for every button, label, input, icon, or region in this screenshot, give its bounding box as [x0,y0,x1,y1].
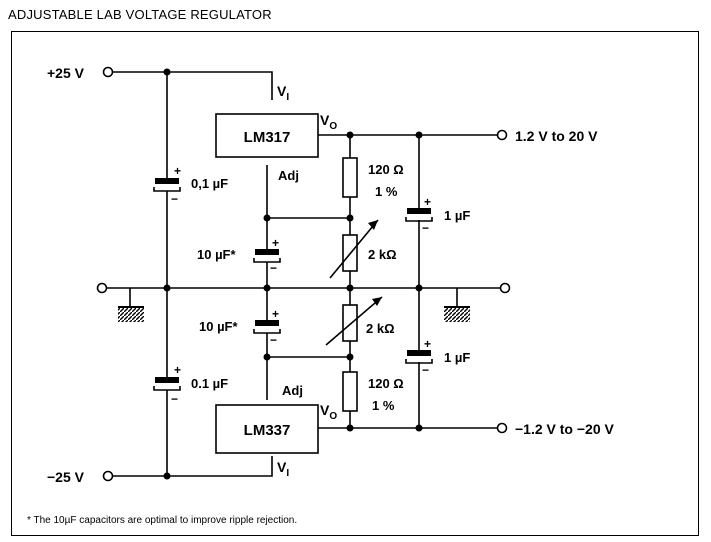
label-pos-output: 1.2 V to 20 V [515,128,598,144]
svg-text:+: + [174,363,181,377]
label-c-adj-top: 10 µF* [197,247,237,262]
resistor-120-top [342,157,358,198]
label-neg-input: −25 V [47,469,85,485]
svg-text:+: + [272,307,279,321]
diagram-frame [11,31,699,536]
svg-text:+: + [272,236,279,250]
label-pos-input: +25 V [47,65,85,81]
lm337-label: LM337 [244,422,291,439]
svg-text:−: − [422,221,429,235]
terminals [96,66,511,482]
label-r-bottom: 120 Ω [368,376,404,391]
lm337-adj-label: Adj [282,383,303,398]
label-c-in-bottom: 0.1 µF [191,376,228,391]
label-pot-top: 2 kΩ [368,247,397,262]
label-r-top-tol: 1 % [375,184,398,199]
ground-symbol-left [118,288,144,322]
potentiometer-bottom [325,296,383,346]
capacitor-input-bottom [153,370,181,395]
svg-text:+: + [424,337,431,351]
label-c-out-top: 1 µF [444,208,470,223]
capacitor-output-bottom [405,345,433,364]
label-pot-bottom: 2 kΩ [366,321,395,336]
capacitor-adj-top [253,245,281,263]
lm337-vout-label: VO [320,402,337,422]
lm317-vout-label: VO [320,112,337,132]
svg-text:+: + [174,164,181,178]
wire-pos-input [112,71,273,100]
junctions [163,68,423,480]
label-neg-output: −1.2 V to −20 V [515,421,614,437]
lm337-vin-label: VI [277,459,289,479]
svg-text:+: + [424,195,431,209]
label-r-top: 120 Ω [368,162,404,177]
label-r-bottom-tol: 1 % [372,398,395,413]
capacitor-output-top [405,205,433,222]
wire-neg-input [112,456,273,477]
capacitor-input-top [153,170,181,195]
svg-text:−: − [171,392,178,406]
regulator-lm337: LM337 [215,404,319,454]
footnote: * The 10µF capacitors are optimal to imp… [27,515,297,526]
terminal-pos-output [496,129,508,141]
svg-text:−: − [270,261,277,275]
terminal-neg-input [102,470,114,482]
label-c-in-top: 0,1 µF [191,176,228,191]
svg-text:−: − [422,363,429,377]
diagram-title: ADJUSTABLE LAB VOLTAGE REGULATOR [8,7,272,22]
terminal-ground-right [499,282,511,294]
svg-text:−: − [171,192,178,206]
polarity-marks: + − + − + − + − + − + − [171,164,431,406]
ground-symbol-right [444,288,470,322]
resistor-120-bottom [342,371,358,412]
terminal-neg-output [496,422,508,434]
terminal-ground-left [96,282,108,294]
terminal-pos-input [102,66,114,78]
regulator-lm317: LM317 [215,113,319,158]
lm317-label: LM317 [244,129,291,146]
label-c-adj-bottom: 10 µF* [199,319,239,334]
capacitor-adj-bottom [253,315,281,334]
lm317-vin-label: VI [277,83,289,103]
svg-text:−: − [270,333,277,347]
potentiometer-top [329,219,379,279]
lm317-adj-label: Adj [278,168,299,183]
label-c-out-bottom: 1 µF [444,350,470,365]
